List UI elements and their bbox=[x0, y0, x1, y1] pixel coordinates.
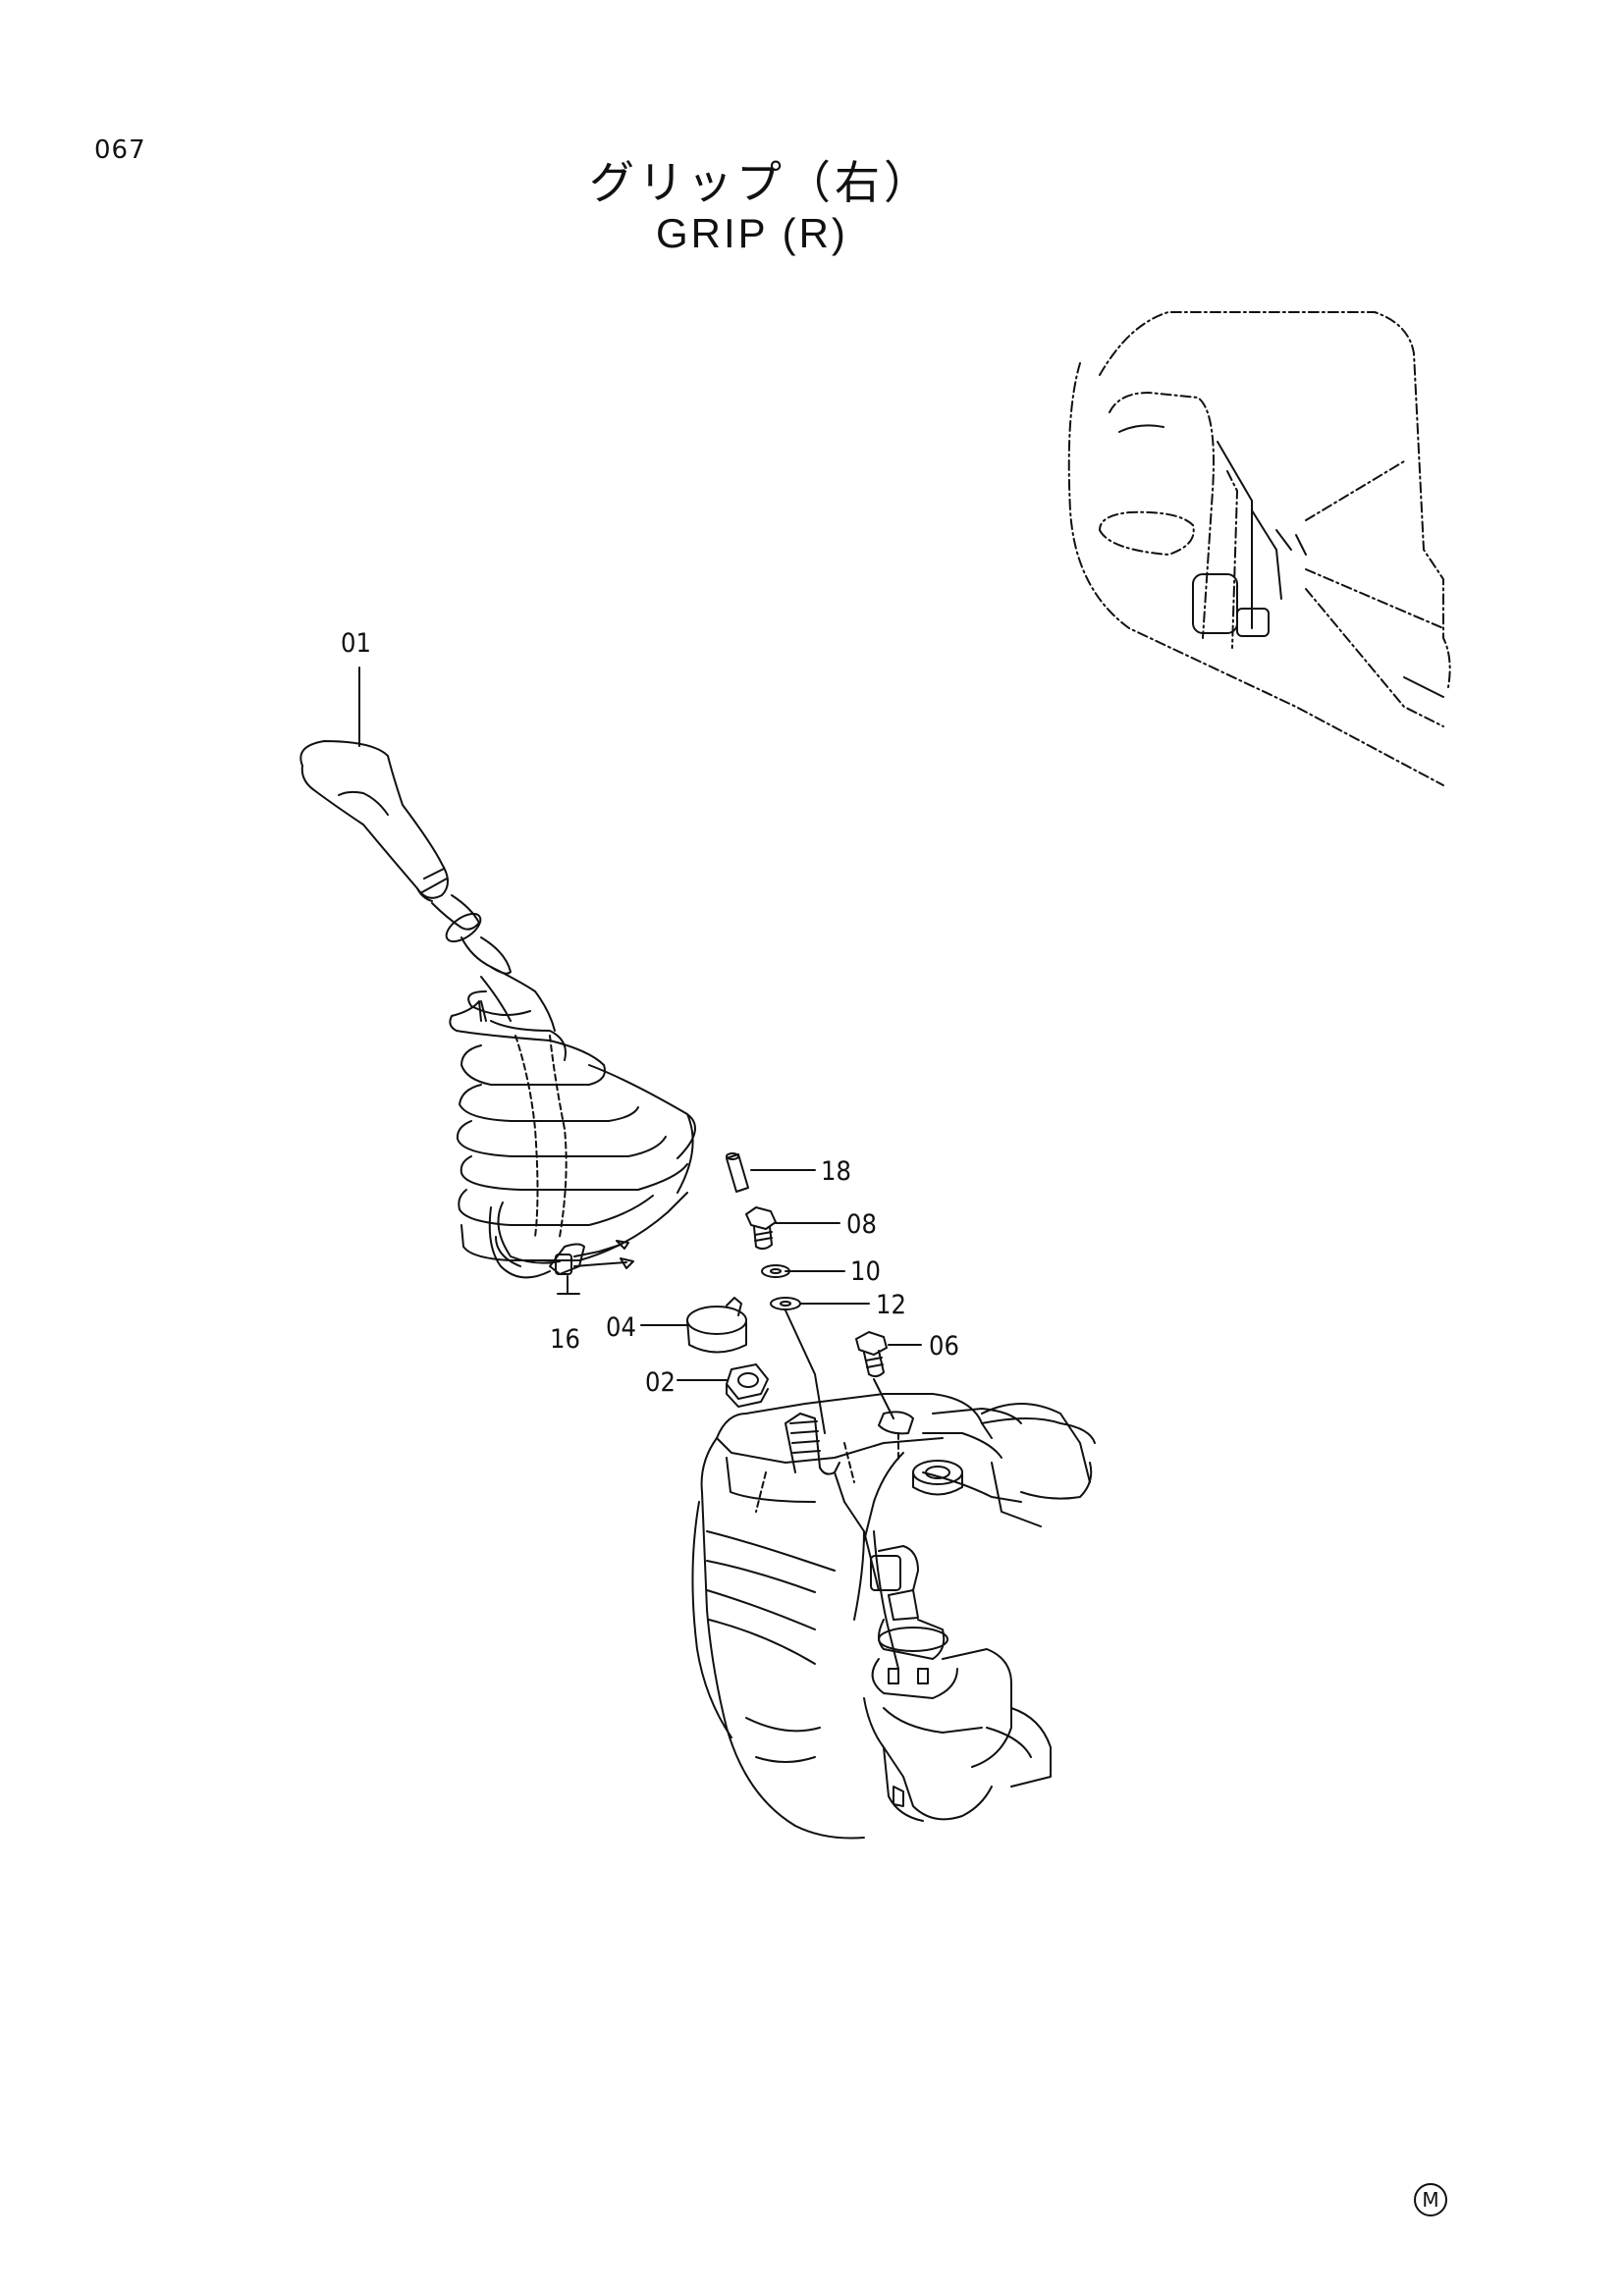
leader-lines bbox=[359, 667, 921, 1433]
cab-inset-solid bbox=[1119, 425, 1443, 697]
grip-handle bbox=[300, 741, 511, 974]
callout-02: 02 bbox=[645, 1367, 676, 1398]
cab-location-inset bbox=[1069, 312, 1450, 785]
callout-01: 01 bbox=[341, 628, 371, 659]
callout-18: 18 bbox=[821, 1156, 851, 1187]
callout-12: 12 bbox=[876, 1290, 906, 1320]
band-clamp bbox=[687, 1298, 746, 1353]
callout-08: 08 bbox=[846, 1209, 877, 1240]
boot-bellows bbox=[450, 967, 695, 1260]
nut bbox=[727, 1364, 768, 1407]
callout-06: 06 bbox=[929, 1331, 959, 1362]
bolt-08 bbox=[746, 1207, 776, 1249]
pilot-valve-base bbox=[692, 1394, 1095, 1839]
callout-16: 16 bbox=[550, 1324, 580, 1355]
spring-pin bbox=[727, 1153, 748, 1192]
title-english: GRIP (R) bbox=[656, 210, 848, 256]
callout-10: 10 bbox=[850, 1256, 881, 1287]
callout-04: 04 bbox=[606, 1312, 636, 1343]
wire-harness bbox=[490, 1202, 633, 1294]
page-number: 067 bbox=[94, 135, 146, 165]
bolt-06 bbox=[856, 1332, 887, 1376]
corner-mark: M bbox=[1414, 2183, 1447, 2216]
title-japanese: グリップ（右） bbox=[589, 156, 933, 209]
